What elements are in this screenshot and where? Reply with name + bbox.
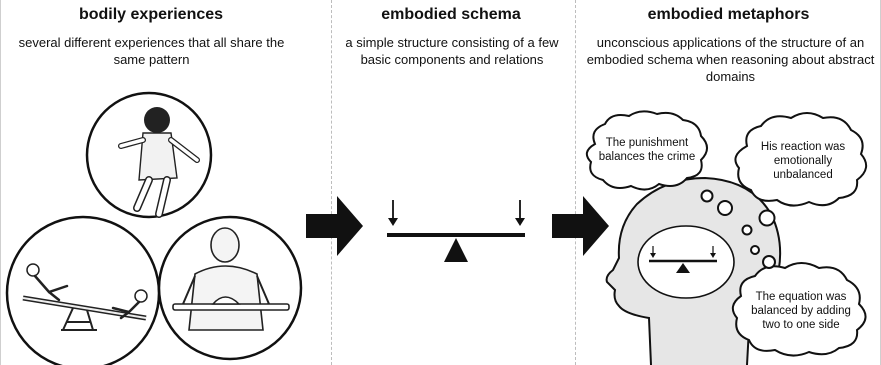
toddler-walking-illustration [85,91,213,219]
arrow-right-icon [552,196,609,256]
balance-schema-diagram [387,200,525,262]
tray-carrying-illustration [157,215,303,361]
divider-left [331,0,332,365]
heading-bodily-experiences: bodily experiences [78,6,224,23]
arrow-right-icon [306,196,363,256]
desc-embodied-metaphors: unconscious applications of the structur… [586,35,875,84]
thought-bubble-shapes [585,110,868,357]
heading-embodied-metaphors: embodied metaphors [647,6,810,23]
thought-bubble-punishment: The punishment balances the crime [598,137,696,163]
heading-embodied-schema: embodied schema [381,6,521,23]
seesaw-illustration [5,215,161,365]
desc-embodied-schema: a simple structure consisting of a few b… [345,35,559,67]
divider-right [575,0,576,365]
desc-bodily-experiences: several different experiences that all s… [18,35,285,67]
thought-bubble-reaction: His reaction was emotionally unbalanced [760,141,846,181]
thought-bubble-equation: The equation was balanced by adding two … [751,291,851,331]
